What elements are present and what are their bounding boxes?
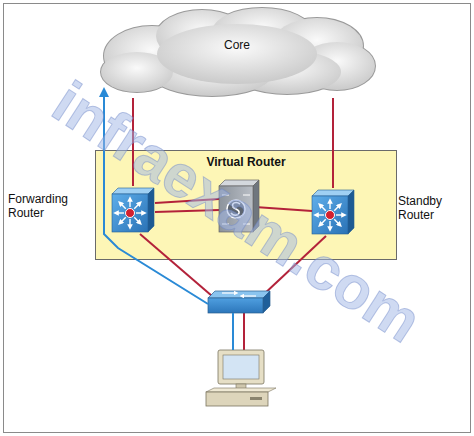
cloud-label: Core <box>92 38 382 52</box>
router-icon: Forwarding Router <box>112 186 154 232</box>
router-icon: Standby Router <box>312 188 354 234</box>
multilayer-switch <box>219 180 259 232</box>
router-label: Forwarding Router <box>8 192 86 221</box>
router-label: Standby Router <box>398 194 462 223</box>
group-title: Virtual Router <box>96 155 396 169</box>
cloud: Core <box>92 6 382 98</box>
router-symbol <box>312 188 354 234</box>
traffic-path <box>104 92 233 350</box>
watermark: infraexam.com <box>41 68 434 357</box>
link-line <box>132 98 134 186</box>
link-line <box>332 98 334 188</box>
router-symbol <box>112 186 154 232</box>
pc-workstation <box>206 350 276 406</box>
access-switch <box>208 291 270 313</box>
frame <box>4 4 471 433</box>
